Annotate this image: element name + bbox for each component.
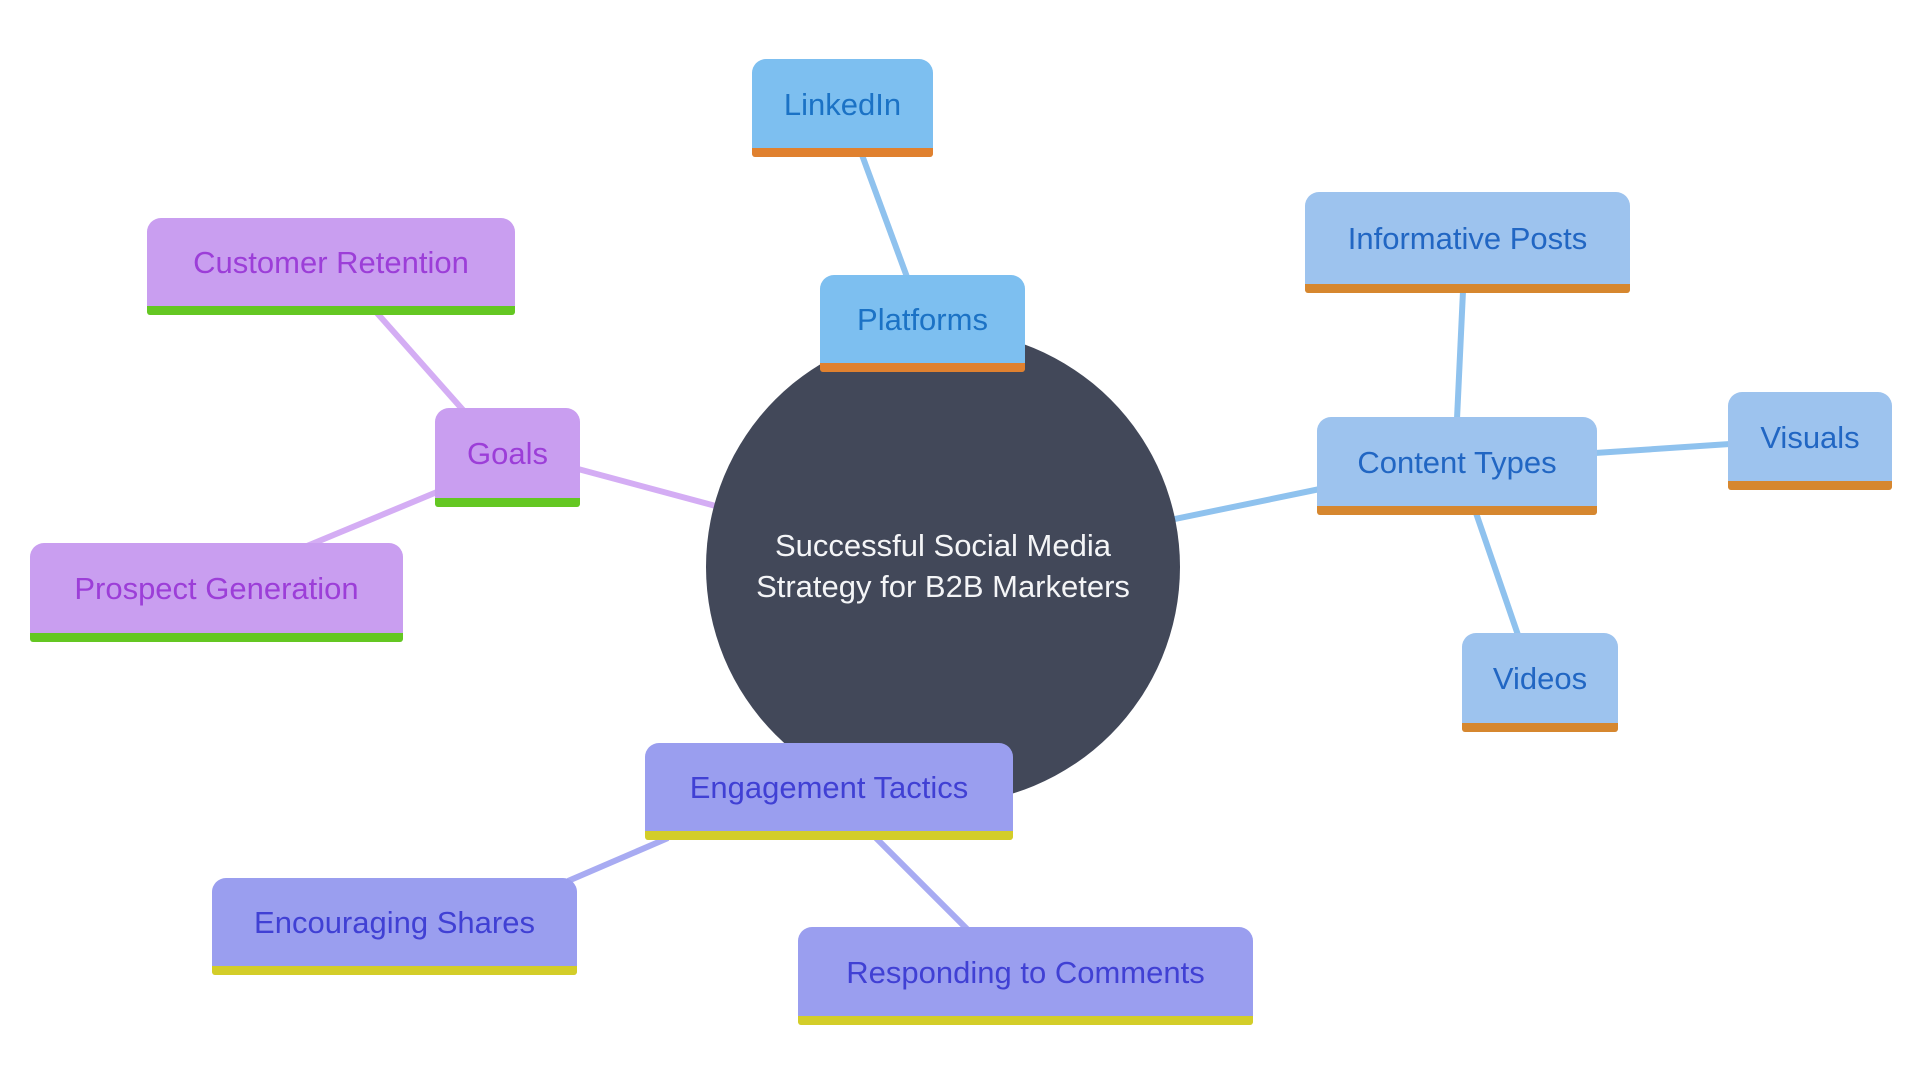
node-prospect-generation-label: Prospect Generation (74, 571, 359, 606)
node-informative-posts-underline (1305, 284, 1630, 293)
node-visuals-label: Visuals (1760, 419, 1860, 455)
node-visuals[interactable]: Visuals (1728, 392, 1892, 490)
node-linkedin[interactable]: LinkedIn (752, 59, 933, 157)
connector-content-types-videos (1473, 512, 1521, 636)
node-platforms[interactable]: Platforms (820, 275, 1025, 372)
node-content-types-underline (1317, 506, 1597, 515)
node-informative-posts[interactable]: Informative Posts (1305, 192, 1630, 293)
connector-engagement-encouraging-shares (566, 835, 670, 884)
connector-engagement-responding-comments (873, 835, 971, 933)
node-engagement-tactics-label: Engagement Tactics (689, 770, 969, 805)
node-platforms-label: Platforms (857, 302, 988, 337)
node-prospect-generation-underline (30, 633, 403, 642)
connector-content-types-visuals (1594, 441, 1731, 456)
node-customer-retention-label: Customer Retention (193, 245, 469, 280)
connector-linkedin-platforms (859, 153, 910, 279)
node-linkedin-label: LinkedIn (783, 86, 902, 122)
node-goals[interactable]: Goals (435, 408, 580, 507)
node-videos-label: Videos (1492, 661, 1588, 696)
node-content-types-label: Content Types (1357, 444, 1557, 480)
node-encouraging-shares-label: Encouraging Shares (254, 905, 535, 940)
node-encouraging-shares-underline (212, 966, 577, 975)
node-responding-to-comments-underline (798, 1016, 1253, 1025)
connector-goals-prospect-generation (305, 489, 439, 549)
node-videos[interactable]: Videos (1462, 633, 1618, 732)
node-goals-label: Goals (467, 436, 548, 471)
central-topic-label: Successful Social Media Strategy for B2B… (756, 528, 1130, 604)
node-customer-retention[interactable]: Customer Retention (147, 218, 515, 315)
node-responding-to-comments-label: Responding to Comments (846, 954, 1205, 990)
connector-customer-retention-goals (374, 311, 466, 412)
node-prospect-generation[interactable]: Prospect Generation (30, 543, 403, 642)
node-platforms-underline (820, 363, 1025, 372)
node-engagement-tactics[interactable]: Engagement Tactics (645, 743, 1013, 840)
node-videos-underline (1462, 723, 1618, 732)
node-engagement-tactics-underline (645, 831, 1013, 840)
central-topic-node[interactable]: Successful Social Media Strategy for B2B… (706, 330, 1180, 804)
node-encouraging-shares[interactable]: Encouraging Shares (212, 878, 577, 975)
node-customer-retention-underline (147, 306, 515, 315)
node-linkedin-underline (752, 148, 933, 157)
connector-informative-posts-content-types (1454, 290, 1466, 420)
node-informative-posts-label: Informative Posts (1347, 221, 1588, 256)
node-responding-to-comments[interactable]: Responding to Comments (798, 927, 1253, 1025)
node-content-types[interactable]: Content Types (1317, 417, 1597, 515)
node-goals-underline (435, 498, 580, 507)
node-visuals-underline (1728, 481, 1892, 490)
